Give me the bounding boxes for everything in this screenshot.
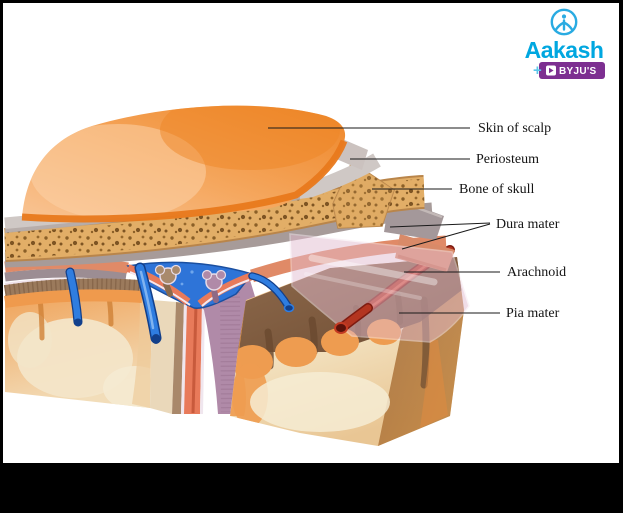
label-periosteum: Periosteum xyxy=(476,152,539,167)
leader-line-dura-mater-1 xyxy=(389,222,491,228)
cerebral-veins xyxy=(65,262,295,344)
falx-left-arm xyxy=(126,264,191,306)
layer-labels: Skin of scalp Periosteum Bone of skull D… xyxy=(459,121,566,321)
superior-sagittal-sinus-region xyxy=(126,261,254,309)
vein-opening xyxy=(283,303,295,313)
falx-cerebri-column xyxy=(184,303,202,414)
label-skin-of-scalp: Skin of scalp xyxy=(478,121,551,136)
label-pia-mater: Pia mater xyxy=(506,306,560,321)
left-brain-section xyxy=(5,288,152,408)
skin-of-scalp-layer xyxy=(21,105,348,223)
arachnoid-granulation-right xyxy=(201,269,227,303)
aakash-wordmark: Aakash xyxy=(525,37,604,63)
byjus-badge: + BYJU'S xyxy=(533,62,605,79)
falx-right-arm xyxy=(197,272,254,308)
arachnoid-granulation-left xyxy=(154,264,182,297)
plus-icon: + xyxy=(533,62,542,79)
artery-cut-end xyxy=(334,303,373,334)
leader-lines xyxy=(268,127,500,314)
label-arachnoid: Arachnoid xyxy=(507,265,566,280)
aakash-circle-figure-icon xyxy=(550,8,578,36)
leader-line-dura-mater-2 xyxy=(401,223,491,250)
label-dura-mater: Dura mater xyxy=(496,217,560,232)
byjus-play-icon xyxy=(549,67,554,74)
byjus-wordmark: BYJU'S xyxy=(559,66,597,77)
dura-inner-shadow-left xyxy=(4,268,127,282)
label-bone-of-skull: Bone of skull xyxy=(459,182,535,197)
aakash-byjus-logo: Aakash + BYJU'S xyxy=(525,8,605,79)
